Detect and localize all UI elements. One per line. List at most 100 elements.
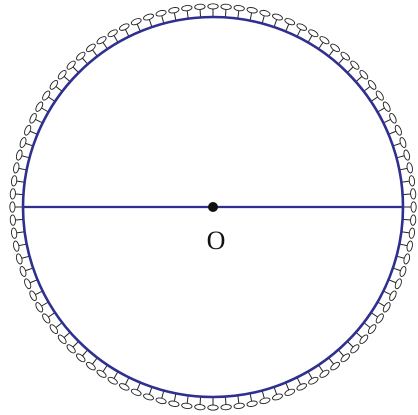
center-point [208, 202, 218, 212]
pushpin-icon [19, 266, 34, 277]
pushpin-icon [15, 149, 30, 161]
pushpin-icon [363, 322, 377, 334]
pushpin-icon [49, 322, 63, 334]
pushpin-icon [119, 23, 130, 37]
pushpin-icon [194, 3, 206, 18]
pushpin-icon [86, 43, 98, 57]
pushpin-icon [307, 371, 319, 385]
pushpin-icon [318, 36, 330, 50]
pushpin-icon [401, 175, 415, 187]
pushpin-icon [346, 60, 360, 74]
pushpin-icon [168, 7, 180, 21]
pushpin-icon [399, 240, 413, 252]
pushpin-icon [337, 349, 350, 363]
pushpin-icon [233, 395, 245, 409]
pushpin-icon [259, 9, 271, 24]
pushpin-icon [119, 377, 130, 391]
pushpin-icon [15, 253, 30, 265]
pushpin-icon [9, 188, 24, 200]
pushpin-icon [402, 188, 417, 200]
pushpin-icon [96, 36, 108, 50]
pushpin-icon [246, 393, 258, 407]
pushpin-icon [363, 80, 377, 92]
pushpin-icon [24, 278, 38, 290]
pushpin-icon [49, 80, 63, 92]
pushpin-icon [181, 395, 193, 409]
pushpin-icon [328, 357, 340, 371]
pushpin-icon [383, 113, 397, 124]
pushpin-icon [13, 240, 27, 252]
pushpin-icon [388, 124, 402, 136]
pushpin-icon [35, 301, 49, 313]
pushpin-icon [246, 7, 258, 21]
pushpin-icon [377, 101, 391, 113]
pushpin-icon [399, 162, 413, 174]
pushpin-icon [401, 227, 415, 239]
pushpin-icon [296, 23, 307, 37]
pushpin-icon [57, 331, 71, 344]
pushpin-icon [155, 390, 167, 405]
pushpin-icon [9, 214, 24, 226]
pushpin-icon [155, 9, 167, 24]
pushpin-icon [272, 13, 283, 28]
pushpin-icon [233, 5, 245, 19]
pushpin-icon [143, 13, 154, 28]
pushpin-icon [337, 51, 350, 65]
pushpin-icon [396, 253, 411, 265]
pushpin-icon [168, 393, 180, 407]
pushpin-icon [370, 90, 384, 102]
pushpin-icon [35, 101, 49, 113]
pushpin-icon [130, 382, 142, 396]
pushpin-icon [42, 312, 56, 324]
pushpin-icon [296, 377, 307, 391]
pushpin-icon [194, 396, 206, 411]
pushpin-icon [392, 266, 407, 277]
pushpin-icon [9, 201, 23, 213]
pushpin-icon [29, 113, 43, 124]
pushpin-icon [24, 124, 38, 136]
pushpin-icon [13, 162, 27, 174]
pushpin-icon [383, 290, 397, 301]
pushpin-icon [130, 18, 142, 32]
pushpin-icon [220, 396, 232, 411]
pushpin-icon [66, 340, 80, 354]
pushpin-icon [207, 3, 219, 17]
pushpin-icon [29, 290, 43, 301]
pushpin-icon [76, 51, 89, 65]
pushpin-icon [307, 29, 319, 43]
pushpin-icon [388, 278, 402, 290]
pushpin-icon [259, 390, 271, 405]
pushpin-icon [76, 349, 89, 363]
pushpin-icon [86, 357, 98, 371]
pushpin-icon [328, 43, 340, 57]
pushpin-icon [96, 364, 108, 378]
pushpin-icon [403, 201, 417, 213]
pin-ring [9, 3, 417, 411]
pushpin-icon [57, 70, 71, 83]
pushpin-icon [396, 149, 411, 161]
pushpin-icon [402, 214, 417, 226]
pushpin-icon [392, 137, 407, 148]
pushpin-icon [11, 227, 25, 239]
pushpin-icon [19, 137, 34, 148]
pushpin-icon [355, 70, 369, 83]
center-label: O [207, 226, 226, 255]
pushpin-icon [272, 386, 283, 401]
pushpin-icon [107, 371, 119, 385]
pushpin-icon [284, 18, 296, 32]
pushpin-icon [11, 175, 25, 187]
pushpin-icon [66, 60, 80, 74]
pushpin-icon [377, 301, 391, 313]
pushpin-icon [143, 386, 154, 401]
pushpin-icon [355, 331, 369, 344]
pushpin-icon [284, 382, 296, 396]
pushpin-icon [42, 90, 56, 102]
pushpin-icon [207, 397, 219, 411]
pushpin-icon [181, 5, 193, 19]
pushpin-icon [318, 364, 330, 378]
pushpin-icon [220, 3, 232, 18]
pushpin-icon [346, 340, 360, 354]
pushpin-icon [107, 29, 119, 43]
pushpin-icon [370, 312, 384, 324]
